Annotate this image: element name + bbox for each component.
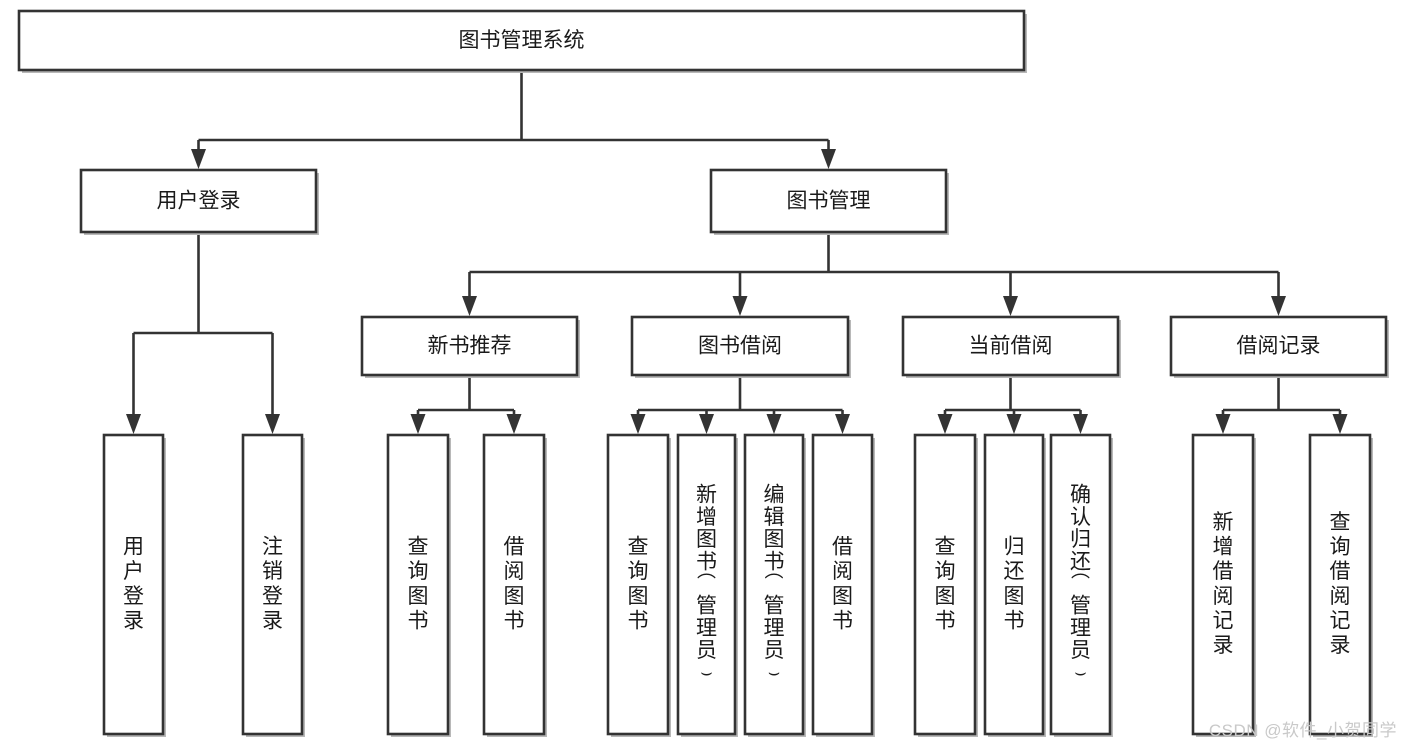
arrow-head-icon <box>410 414 426 434</box>
node-label: 编辑图书⌒管理员⌣ <box>764 483 785 683</box>
node-label: 注销登录 <box>262 535 283 632</box>
node-l3-图书借阅-1[interactable]: 图书借阅 <box>630 315 851 378</box>
node-l3-新书推荐-0[interactable]: 新书推荐 <box>360 315 580 378</box>
arrow-head-icon <box>506 414 522 434</box>
arrow-head-icon <box>1006 414 1022 434</box>
node-rect <box>241 433 304 736</box>
node-leaf-确认归还管理员-10[interactable]: 确认归还⌒管理员⌣ <box>1049 433 1113 737</box>
node-rect <box>901 315 1120 377</box>
arrow-head-icon <box>630 414 646 434</box>
node-label: 图书管理系统 <box>459 29 585 52</box>
node-rect <box>17 9 1026 72</box>
node-label: 借阅图书 <box>504 535 525 632</box>
node-label: 归还图书 <box>1004 535 1025 632</box>
arrow-head-icon <box>1332 414 1348 434</box>
node-leaf-用户登录-0[interactable]: 用户登录 <box>102 433 166 737</box>
node-leaf-编辑图书管理员-6[interactable]: 编辑图书⌒管理员⌣ <box>743 433 806 737</box>
node-leaf-注销登录-1[interactable]: 注销登录 <box>241 433 305 737</box>
node-label: 借阅记录 <box>1237 335 1321 358</box>
arrow-head-icon <box>1215 414 1231 434</box>
watermark-label: CSDN @软件_小贺同学 <box>1208 721 1397 740</box>
node-label: 用户登录 <box>157 190 241 213</box>
node-rect <box>360 315 579 377</box>
arrow-head-icon <box>835 414 850 434</box>
node-rect <box>1191 433 1255 736</box>
node-rect <box>606 433 670 736</box>
arrow-head-icon <box>766 414 782 434</box>
node-leaf-查询借阅记录-12[interactable]: 查询借阅记录 <box>1308 433 1373 737</box>
arrow-head-icon <box>1003 296 1018 316</box>
node-label: 查询图书 <box>935 535 956 632</box>
arrow-head-icon <box>1073 414 1088 434</box>
node-label: 查询图书 <box>628 535 649 632</box>
arrow-head-icon <box>126 414 141 434</box>
node-leaf-借阅图书-7[interactable]: 借阅图书 <box>811 433 875 737</box>
node-l3-当前借阅-2[interactable]: 当前借阅 <box>901 315 1121 378</box>
node-label: 新增借阅记录 <box>1213 511 1234 657</box>
node-rect <box>913 433 977 736</box>
node-l2-用户登录-0[interactable]: 用户登录 <box>79 168 319 235</box>
arrow-head-icon <box>699 414 714 434</box>
arrow-head-icon <box>732 296 748 316</box>
node-rect <box>983 433 1045 736</box>
node-rect <box>709 168 948 234</box>
node-rect <box>1049 433 1112 736</box>
arrow-head-icon <box>265 414 280 434</box>
node-label: 新书推荐 <box>428 335 512 358</box>
arrow-head-icon <box>937 414 953 434</box>
node-rect <box>1308 433 1372 736</box>
node-leaf-新增图书管理员-5[interactable]: 新增图书⌒管理员⌣ <box>676 433 738 737</box>
node-l2-图书管理-1[interactable]: 图书管理 <box>709 168 949 235</box>
node-rect <box>811 433 874 736</box>
connector-lines <box>126 70 1348 434</box>
arrow-head-icon <box>191 149 206 169</box>
node-label: 查询图书 <box>408 535 429 632</box>
arrow-head-icon <box>462 296 477 316</box>
node-rect <box>1169 315 1388 377</box>
node-rect <box>102 433 165 736</box>
node-rect <box>743 433 805 736</box>
node-rect <box>482 433 546 736</box>
node-leaf-查询图书-4[interactable]: 查询图书 <box>606 433 671 737</box>
node-leaf-查询图书-8[interactable]: 查询图书 <box>913 433 978 737</box>
node-rect <box>676 433 737 736</box>
node-label: 图书借阅 <box>698 335 782 358</box>
node-leaf-新增借阅记录-11[interactable]: 新增借阅记录 <box>1191 433 1256 737</box>
node-boxes: 图书管理系统用户登录图书管理新书推荐图书借阅当前借阅借阅记录用户登录注销登录查询… <box>17 9 1389 737</box>
node-label: 确认归还⌒管理员⌣ <box>1070 483 1091 683</box>
node-rect <box>79 168 318 234</box>
node-label: 用户登录 <box>123 535 144 632</box>
node-leaf-借阅图书-3[interactable]: 借阅图书 <box>482 433 547 737</box>
node-label: 当前借阅 <box>969 335 1053 358</box>
node-root-图书管理系统[interactable]: 图书管理系统 <box>17 9 1027 73</box>
node-rect <box>630 315 850 377</box>
arrow-head-icon <box>1271 296 1286 316</box>
arrow-head-icon <box>821 149 836 169</box>
node-leaf-归还图书-9[interactable]: 归还图书 <box>983 433 1046 737</box>
node-label: 查询借阅记录 <box>1330 511 1351 657</box>
node-l3-借阅记录-3[interactable]: 借阅记录 <box>1169 315 1389 378</box>
node-label: 借阅图书 <box>832 535 853 632</box>
node-label: 新增图书⌒管理员⌣ <box>696 483 717 683</box>
node-rect <box>386 433 450 736</box>
node-label: 图书管理 <box>787 190 871 213</box>
node-leaf-查询图书-2[interactable]: 查询图书 <box>386 433 451 737</box>
